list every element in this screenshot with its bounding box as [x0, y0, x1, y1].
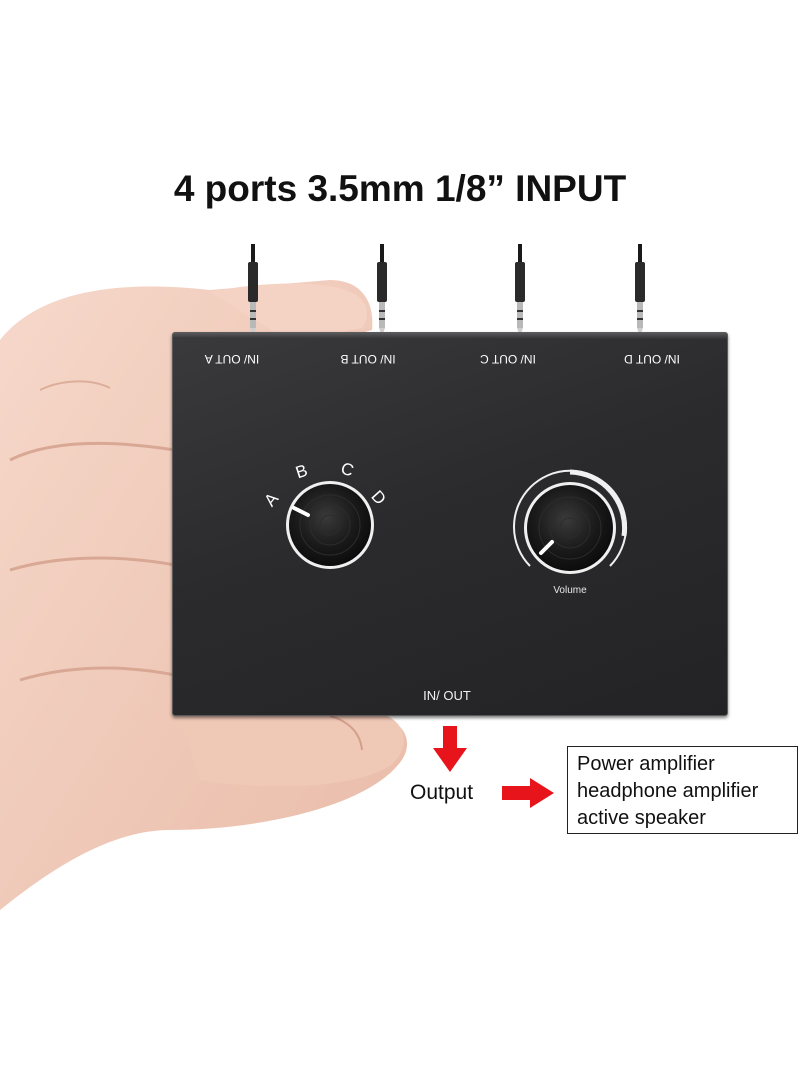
box-top-edge: [173, 333, 727, 339]
device-active-speaker: active speaker: [577, 807, 706, 829]
port-label-c: IN/ OUT C: [480, 352, 536, 366]
port-label-d: IN/ OUT D: [624, 352, 680, 366]
volume-label: Volume: [553, 585, 587, 596]
audio-jack-b-icon: [377, 244, 387, 336]
volume-knob[interactable]: [508, 466, 632, 590]
heading-title: 4 ports 3.5mm 1/8” INPUT: [173, 168, 627, 209]
arrow-right-icon: [502, 778, 554, 808]
hand-illustration: [0, 280, 408, 910]
output-devices-box: Power amplifier headphone amplifier acti…: [567, 746, 798, 834]
port-label-a: IN/ OUT A: [204, 352, 260, 366]
arrow-down-icon: [433, 726, 467, 772]
bottom-port-label: IN/ OUT: [423, 688, 471, 703]
output-label: Output: [410, 781, 474, 804]
switch-box: [172, 332, 728, 716]
audio-jack-c-icon: [515, 244, 525, 336]
selector-knob[interactable]: [280, 475, 380, 575]
port-label-b: IN/ OUT B: [340, 352, 396, 366]
audio-jack-d-icon: [635, 244, 645, 336]
device-power-amplifier: Power amplifier: [577, 753, 715, 775]
device-headphone-amplifier: headphone amplifier: [577, 780, 759, 802]
audio-jack-a-icon: [248, 244, 258, 336]
